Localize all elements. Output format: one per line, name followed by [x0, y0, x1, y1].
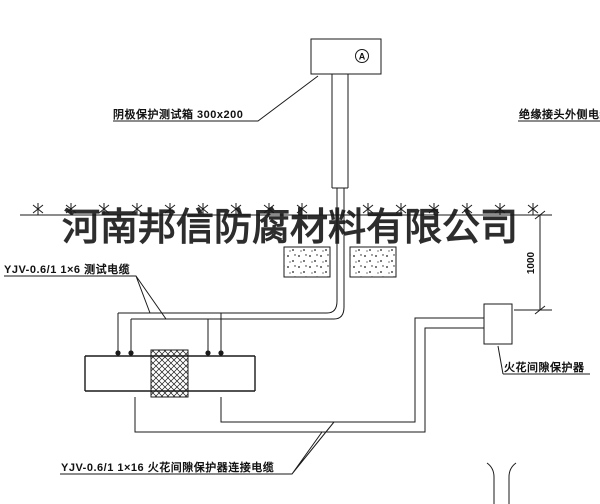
- leader-test-box: [113, 75, 319, 122]
- insulating-joint: [150, 349, 189, 398]
- leader-protector: [497, 345, 590, 375]
- watermark-text: 河南邦信防腐材料有限公司: [62, 207, 519, 249]
- spark-gap-protector: [483, 303, 513, 345]
- label-test-cable: YJV-0.6/1 1×6 测试电缆: [4, 264, 131, 276]
- protector-cables: [134, 317, 484, 433]
- test-box-marker-letter: A: [359, 52, 366, 62]
- label-protector-connection-cable: YJV-0.6/1 1×16 火花间隙保护器连接电缆: [61, 462, 275, 474]
- dimension-text: 1000: [526, 251, 537, 274]
- label-spark-gap-protector: 火花间隙保护器: [504, 362, 585, 374]
- leader-protector-cable: [60, 421, 335, 475]
- pipe-riser-symbol: [486, 462, 517, 504]
- test-cables: [117, 188, 345, 353]
- test-box-marker-circle: [355, 49, 369, 63]
- label-test-box: 阴极保护测试箱 300x200: [113, 109, 244, 121]
- dimension-line: [514, 210, 552, 315]
- riser-conduit: [331, 74, 349, 189]
- concrete-blocks: [283, 246, 397, 278]
- label-insulated-joint-cable: 绝缘接头外侧电缆: [519, 109, 600, 121]
- cable-terminals: [115, 350, 224, 356]
- test-box: [310, 38, 382, 75]
- leader-lines: [4, 75, 600, 475]
- dimension-ticks: [534, 210, 546, 315]
- leader-test-cable: [4, 275, 167, 320]
